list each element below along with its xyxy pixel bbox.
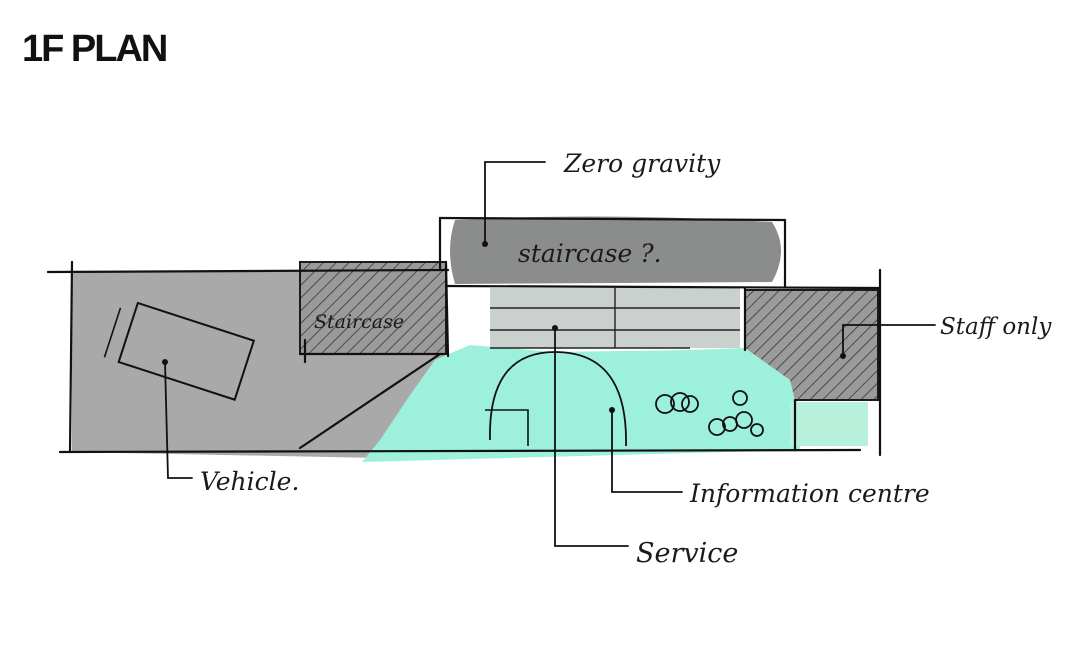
label-staircase-left: Staircase <box>314 311 404 333</box>
staff-hatch <box>745 290 878 400</box>
label-information-centre: Information centre <box>689 479 930 508</box>
staff-mint-zone <box>790 402 868 446</box>
label-staircase-upper: staircase ?. <box>518 239 662 268</box>
label-service: Service <box>636 538 738 569</box>
upper-staircase-zone <box>450 216 781 284</box>
seating-icon <box>655 390 764 437</box>
staircase-left-hatch <box>300 262 446 354</box>
public-zone <box>362 345 800 462</box>
label-vehicle: Vehicle. <box>200 467 299 496</box>
vehicle-icon <box>103 301 256 401</box>
label-zero-gravity: Zero gravity <box>563 149 721 178</box>
label-staff-only: Staff only <box>940 314 1052 340</box>
page-title: 1F PLAN <box>22 28 168 70</box>
